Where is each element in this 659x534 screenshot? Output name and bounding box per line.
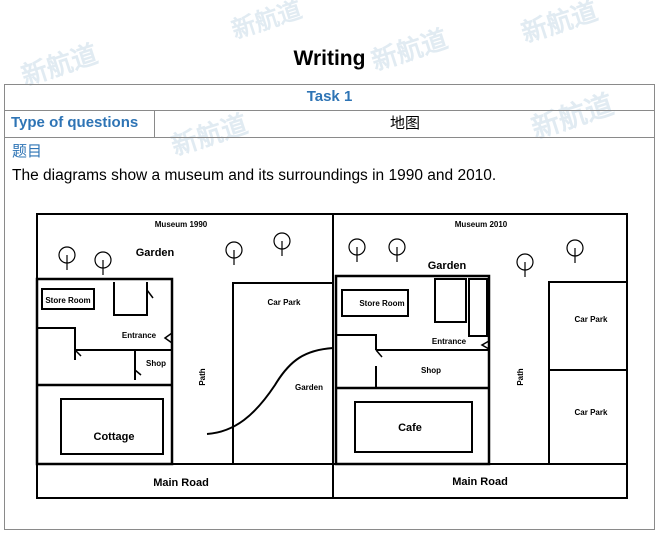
map-1990-labels: Museum 1990 Garden Store Room Entrance S…: [45, 220, 323, 489]
map-2010-title: Museum 2010: [455, 220, 508, 229]
cafe-label: Cafe: [398, 422, 422, 434]
store-room-label: Store Room: [359, 299, 404, 308]
watermark-logo: 新航道: [228, 0, 306, 45]
question-type-row: Type of questions 地图: [5, 110, 654, 138]
map-2010: [332, 213, 628, 499]
museum-maps: Museum 1990 Garden Store Room Entrance S…: [35, 213, 628, 499]
store-room-label: Store Room: [45, 296, 90, 305]
garden-label: Garden: [136, 247, 175, 259]
page-title: Writing: [293, 47, 366, 70]
shop-label: Shop: [146, 359, 166, 368]
task-table: Task 1 Type of questions 地图 题目 The diagr…: [4, 84, 655, 530]
map-2010-labels: Museum 2010 Garden Store Room Entrance S…: [359, 220, 608, 488]
main-road-label: Main Road: [153, 477, 209, 489]
entrance-label: Entrance: [432, 337, 467, 346]
path-label: Path: [516, 368, 525, 385]
prompt-text: The diagrams show a museum and its surro…: [12, 167, 497, 184]
car-park-label: Car Park: [268, 298, 301, 307]
garden-label: Garden: [428, 260, 467, 272]
main-road-label: Main Road: [452, 476, 508, 488]
prompt-label: 题目: [12, 142, 43, 160]
car-park-label: Car Park: [575, 315, 608, 324]
question-type-value: 地图: [389, 114, 420, 132]
map-1990-title: Museum 1990: [155, 220, 208, 229]
map-1990: [35, 213, 334, 499]
watermark-logo: 新航道: [518, 0, 602, 50]
garden-label: Garden: [295, 383, 323, 392]
path-label: Path: [198, 368, 207, 385]
question-type-label: Type of questions: [5, 110, 155, 137]
task-header: Task 1: [5, 85, 654, 111]
shop-label: Shop: [421, 366, 441, 375]
cottage-label: Cottage: [94, 431, 135, 443]
entrance-label: Entrance: [122, 331, 157, 340]
car-park-label: Car Park: [575, 408, 608, 417]
